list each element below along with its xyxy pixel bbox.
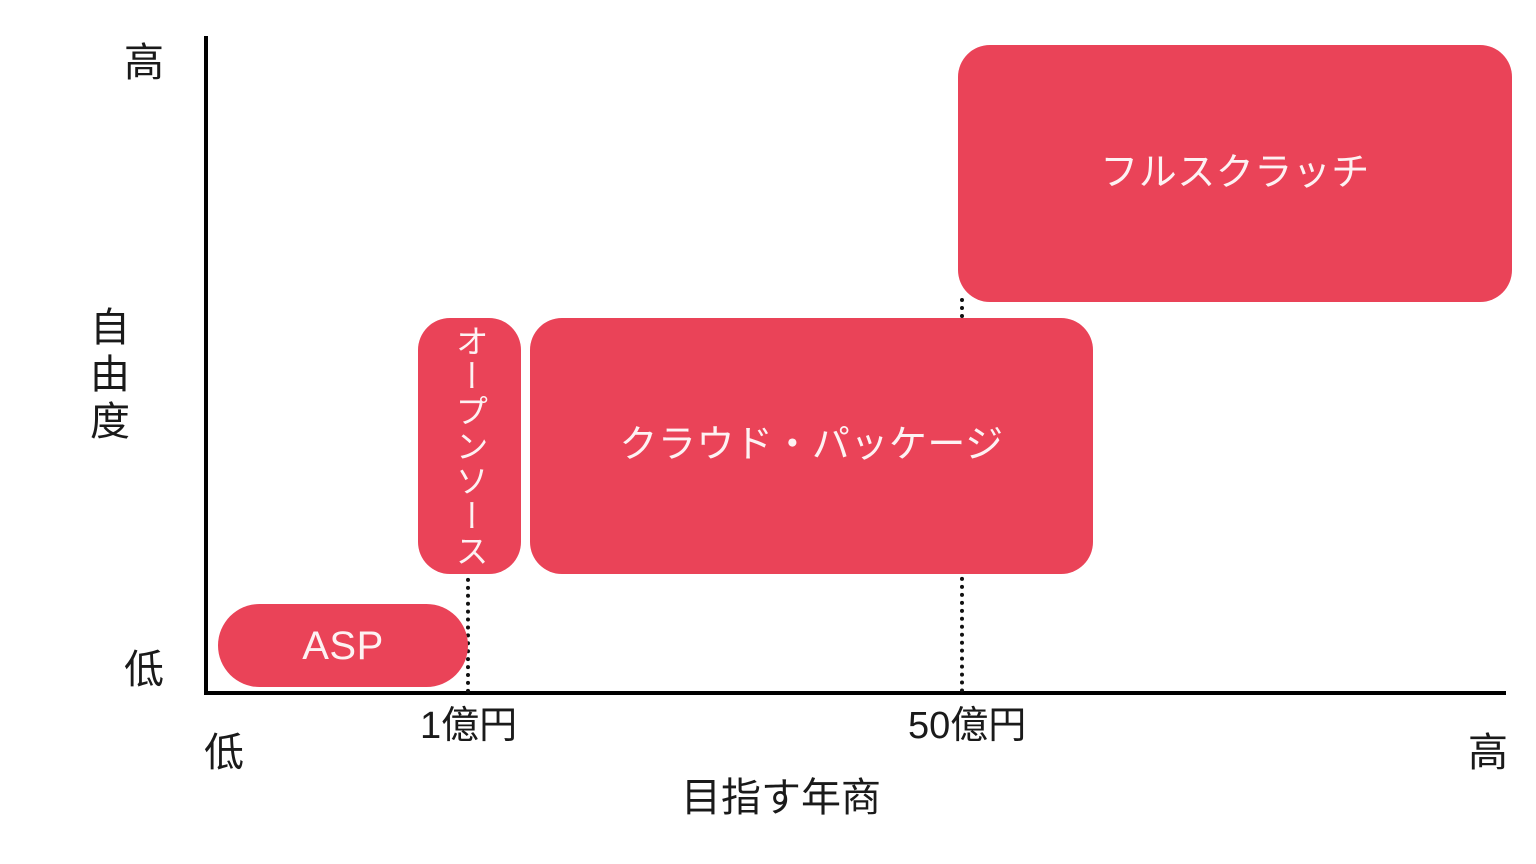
x-axis-high-label: 高 bbox=[1468, 731, 1508, 775]
data-box-label-asp: ASP bbox=[302, 623, 384, 668]
y-axis-high-label: 高 bbox=[124, 41, 164, 85]
data-box-open-source[interactable]: オープンソース bbox=[418, 318, 521, 574]
data-box-label-full-scratch: フルスクラッチ bbox=[1100, 151, 1370, 194]
y-axis-title-char-1: 自 bbox=[90, 306, 130, 350]
y-axis-line bbox=[204, 36, 208, 695]
data-box-cloud-package[interactable]: クラウド・パッケージ bbox=[530, 318, 1093, 574]
data-box-asp[interactable]: ASP bbox=[218, 604, 468, 687]
x-axis-title: 目指す年商 bbox=[681, 776, 881, 820]
y-axis-title-char-2: 由 bbox=[90, 353, 130, 398]
data-box-full-scratch[interactable]: フルスクラッチ bbox=[958, 45, 1512, 302]
x-axis-tick-label-2: 50億円 bbox=[908, 705, 1027, 747]
data-box-label-cloud-package: クラウド・パッケージ bbox=[619, 424, 1004, 467]
gridline-1okuen bbox=[466, 570, 470, 693]
x-axis-tick-label-1: 1億円 bbox=[420, 705, 518, 747]
x-axis-line bbox=[204, 691, 1506, 695]
y-axis-low-label: 低 bbox=[124, 648, 164, 692]
data-box-label-open-source: オープンソース bbox=[451, 323, 489, 569]
y-axis-title-char-3: 度 bbox=[90, 400, 130, 445]
y-axis-title: 自 由 度 bbox=[88, 305, 132, 447]
x-axis-low-label: 低 bbox=[204, 731, 244, 775]
